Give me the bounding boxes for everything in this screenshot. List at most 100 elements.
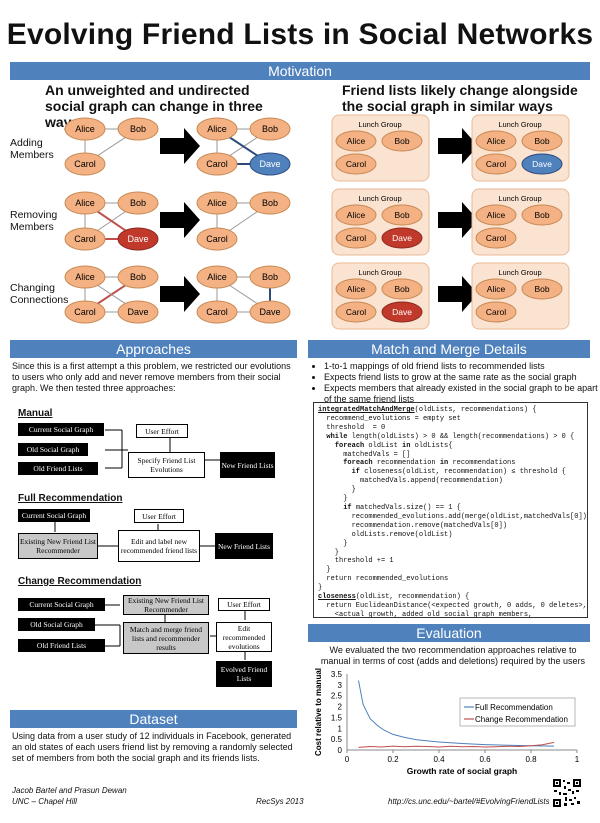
svg-text:Carol: Carol [486, 307, 506, 317]
svg-text:Lunch Group: Lunch Group [498, 194, 541, 203]
svg-text:Bob: Bob [534, 210, 549, 220]
poster-title: Evolving Friend Lists in Social Networks [6, 18, 594, 51]
svg-text:Carol: Carol [346, 233, 366, 243]
motivation-graphs: Alice Bob Carol Alice Bob Carol Dave Ali… [64, 114, 570, 330]
footer-authors: Jacob Bartel and Prasun Dewan [12, 786, 127, 795]
full-user-effort: User Effort [134, 509, 184, 523]
change-old-lists: Old Friend Lists [18, 639, 105, 652]
manual-current-graph: Current Social Graph [18, 423, 104, 436]
series-line-0 [358, 680, 555, 747]
row-label-changing: Changing Connections [10, 282, 69, 306]
legend-entry: Change Recommendation [475, 715, 568, 724]
svg-text:Bob: Bob [534, 136, 549, 146]
node-label: Carol [74, 159, 96, 169]
bullet: Expects members that already existed in … [324, 383, 600, 405]
svg-text:Carol: Carol [74, 307, 96, 317]
manual-old-lists: Old Friend Lists [18, 462, 98, 475]
y-axis-label: Cost relative to manual [314, 668, 323, 756]
svg-text:Alice: Alice [207, 124, 227, 134]
dataset-bar: Dataset [10, 710, 297, 728]
change-connectors [95, 604, 246, 660]
svg-text:Dave: Dave [392, 233, 412, 243]
svg-text:Carol: Carol [206, 307, 228, 317]
svg-text:Alice: Alice [487, 284, 506, 294]
graph-changing-after: Alice Bob Carol Dave [196, 265, 291, 324]
x-tick-label: 0.4 [433, 755, 445, 764]
svg-text:Alice: Alice [75, 198, 95, 208]
full-label: Full Recommendation [18, 493, 123, 504]
change-label: Change Recommendation [18, 576, 142, 587]
node-label: Bob [130, 124, 146, 134]
manual-new-lists: New Friend Lists [220, 452, 275, 478]
change-evolved: Evolved Friend Lists [216, 661, 272, 687]
svg-text:Carol: Carol [206, 159, 228, 169]
x-tick-label: 0.6 [479, 755, 491, 764]
change-user-effort: User Effort [218, 598, 270, 611]
svg-text:Alice: Alice [207, 272, 227, 282]
manual-old-graph: Old Social Graph [18, 443, 88, 456]
match-merge-bar: Match and Merge Details [308, 340, 590, 358]
motivation-left-heading: An unweighted and undirected social grap… [45, 82, 263, 130]
svg-text:Dave: Dave [127, 307, 148, 317]
graph-adding-after: Alice Bob Carol Dave [196, 117, 291, 176]
svg-text:Lunch Group: Lunch Group [358, 268, 401, 277]
graph-removing-after: Alice Bob Carol [196, 191, 291, 251]
x-tick-label: 0.8 [525, 755, 537, 764]
full-connectors [54, 521, 215, 547]
svg-text:Dave: Dave [532, 159, 552, 169]
bullet: 1-to-1 mappings of old friend lists to r… [324, 361, 600, 372]
arrow-icon [160, 202, 200, 238]
y-tick-label: 1 [338, 724, 343, 733]
row-label-removing: Removing Members [10, 209, 58, 233]
evaluation-bar: Evaluation [308, 624, 590, 642]
svg-text:Dave: Dave [127, 234, 148, 244]
svg-text:Lunch Group: Lunch Group [498, 268, 541, 277]
group-adding-after: Lunch Group Alice Bob Carol Dave [471, 114, 570, 182]
full-current-graph: Current Social Graph [18, 509, 90, 522]
y-tick-label: 0.5 [331, 735, 343, 744]
svg-text:Lunch Group: Lunch Group [358, 194, 401, 203]
svg-text:Carol: Carol [486, 159, 506, 169]
change-edit: Edit recommended evolutions [216, 622, 272, 652]
motivation-right-heading: Friend lists likely change alongside the… [342, 82, 578, 114]
group-removing-before: Lunch Group Alice Bob Carol Dave [331, 188, 430, 256]
svg-text:Carol: Carol [346, 159, 366, 169]
manual-user-effort: User Effort [136, 424, 188, 438]
footer-venue: RecSys 2013 [256, 797, 304, 806]
approaches-bar: Approaches [10, 340, 297, 358]
svg-text:Alice: Alice [487, 136, 506, 146]
arrow-icon [160, 128, 200, 164]
svg-text:Bob: Bob [394, 136, 409, 146]
node-label: Alice [75, 124, 95, 134]
row-label-adding: Adding Members [10, 137, 54, 161]
bullet: Expects friend lists to grow at the same… [324, 372, 600, 383]
footer-url[interactable]: http://cs.unc.edu/~bartel/#EvolvingFrien… [388, 797, 550, 806]
x-tick-label: 0 [345, 755, 350, 764]
svg-text:Lunch Group: Lunch Group [358, 120, 401, 129]
svg-text:Dave: Dave [392, 307, 412, 317]
change-recommender: Existing New Friend List Recommender [123, 595, 209, 615]
svg-text:Carol: Carol [486, 233, 506, 243]
dataset-text: Using data from a user study of 12 indiv… [12, 731, 293, 763]
svg-text:Dave: Dave [259, 307, 280, 317]
svg-text:Bob: Bob [130, 198, 146, 208]
y-tick-label: 3 [338, 681, 343, 690]
x-tick-label: 0.2 [387, 755, 399, 764]
svg-text:Alice: Alice [207, 198, 227, 208]
legend-entry: Full Recommendation [475, 703, 553, 712]
full-recommender: Existing New Friend List Recommender [18, 533, 98, 559]
group-changing-after: Lunch Group Alice Bob Carol [471, 262, 570, 330]
y-tick-label: 3.5 [331, 670, 343, 679]
svg-text:Carol: Carol [206, 234, 228, 244]
svg-text:Bob: Bob [394, 284, 409, 294]
svg-text:Bob: Bob [534, 284, 549, 294]
code-block: integratedMatchAndMerge(oldLists, recomm… [313, 402, 588, 618]
group-adding-before: Lunch Group Alice Bob Carol [331, 114, 430, 182]
svg-text:Alice: Alice [487, 210, 506, 220]
group-changing-before: Lunch Group Alice Bob Carol Dave [331, 262, 430, 330]
y-tick-label: 2 [338, 703, 343, 712]
motivation-bar: Motivation [10, 62, 590, 80]
manual-label: Manual [18, 408, 53, 419]
y-tick-label: 1.5 [331, 713, 343, 722]
